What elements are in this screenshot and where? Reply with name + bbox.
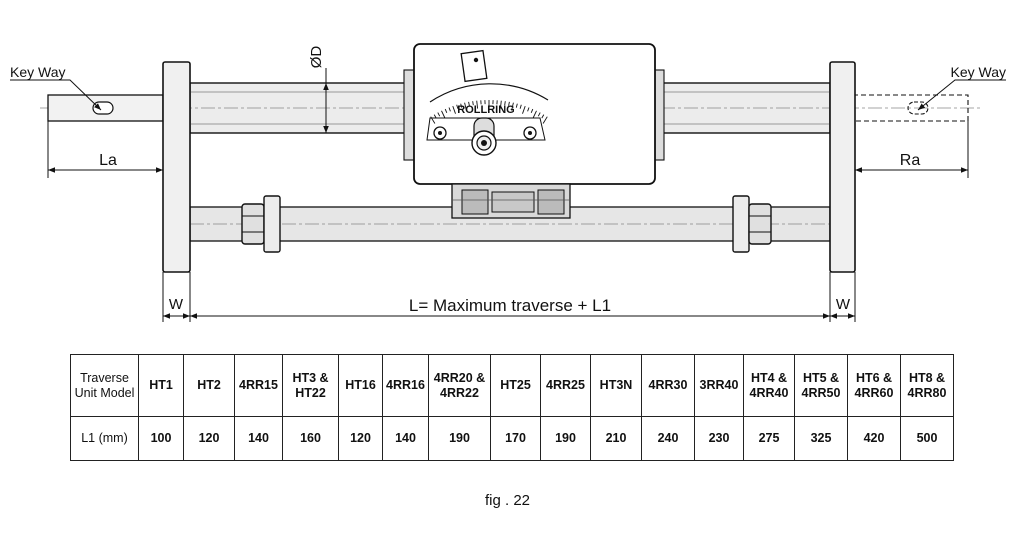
dial-tick xyxy=(437,112,441,117)
pitch-dial: ROLLRING xyxy=(426,49,549,156)
la-label: La xyxy=(99,152,117,169)
model-cell: HT4 & 4RR40 xyxy=(743,354,795,417)
dial-tick xyxy=(472,101,474,106)
w-left-dimension: W xyxy=(162,272,191,322)
dial-tick xyxy=(499,100,502,109)
l1-cell: 500 xyxy=(900,416,954,461)
right-end-block xyxy=(829,61,856,273)
dial-tick xyxy=(444,108,448,113)
dial-tick xyxy=(508,101,510,106)
dial-tick xyxy=(452,105,456,114)
l1-cell: 210 xyxy=(590,416,642,461)
model-cell: 4RR30 xyxy=(641,354,695,417)
model-cell: HT16 xyxy=(338,354,383,417)
dial-tick xyxy=(448,107,451,112)
dial-tick xyxy=(532,110,537,119)
key-way-right-callout: Key Way xyxy=(917,64,1007,111)
model-cell: HT5 & 4RR50 xyxy=(794,354,848,417)
dial-tick xyxy=(441,110,446,119)
left-nut xyxy=(241,195,281,253)
model-cell: HT1 xyxy=(138,354,184,417)
l1-cell: 120 xyxy=(338,416,383,461)
l1-cell: 170 xyxy=(490,416,541,461)
dial-tick xyxy=(511,102,514,111)
dial-tick xyxy=(504,101,506,106)
model-cell: HT3N xyxy=(590,354,642,417)
l1-cell: 325 xyxy=(794,416,848,461)
w-left-label: W xyxy=(169,296,184,313)
l1-cell: 140 xyxy=(382,416,429,461)
key-way-right-label: Key Way xyxy=(951,64,1007,80)
right-nut xyxy=(732,195,772,253)
model-cell: 4RR20 & 4RR22 xyxy=(428,354,491,417)
dial-tick xyxy=(515,103,518,108)
dial-tick xyxy=(460,103,463,108)
l1-cell: 420 xyxy=(847,416,901,461)
left-shaft-extension xyxy=(47,94,164,122)
l1-cell: 190 xyxy=(428,416,491,461)
l1-cell: 230 xyxy=(694,416,744,461)
l1-cell: 160 xyxy=(282,416,339,461)
dial-tick xyxy=(522,105,526,114)
model-row-header: Traverse Unit Model xyxy=(70,354,139,417)
l1-cell: 190 xyxy=(540,416,591,461)
model-cell: 3RR40 xyxy=(694,354,744,417)
dial-tick xyxy=(476,100,479,109)
l1-cell: 240 xyxy=(641,416,695,461)
l1-cell: 120 xyxy=(183,416,235,461)
w-right-dimension: W xyxy=(829,272,856,322)
dial-tick xyxy=(527,107,530,112)
figure-caption: fig . 22 xyxy=(484,492,531,509)
l1-cell: 100 xyxy=(138,416,184,461)
ra-dimension: Ra xyxy=(855,121,969,178)
dial-tick xyxy=(456,104,459,109)
model-cell: HT3 & HT22 xyxy=(282,354,339,417)
model-cell: 4RR16 xyxy=(382,354,429,417)
model-cell: HT8 & 4RR80 xyxy=(900,354,954,417)
dial-tick xyxy=(530,108,534,113)
l1-cell: 275 xyxy=(743,416,795,461)
key-way-left-label: Key Way xyxy=(10,64,66,80)
model-cell: HT2 xyxy=(183,354,235,417)
w-right-label: W xyxy=(836,296,851,313)
dial-tick xyxy=(464,102,467,111)
left-end-block xyxy=(162,61,191,273)
model-cell: HT25 xyxy=(490,354,541,417)
traverse-label: L= Maximum traverse + L1 xyxy=(409,296,611,315)
dial-tick xyxy=(537,112,541,117)
key-way-left-callout: Key Way xyxy=(10,64,102,111)
dial-tick xyxy=(468,101,470,106)
diameter-label: ØD xyxy=(308,46,325,69)
dial-logo: ROLLRING xyxy=(457,104,514,116)
l1-cell: 140 xyxy=(234,416,283,461)
la-dimension: La xyxy=(47,121,163,178)
ra-label: Ra xyxy=(900,152,921,169)
dial-tick xyxy=(541,114,545,119)
traverse-dimension: L= Maximum traverse + L1 xyxy=(190,296,830,319)
l1-row-header: L1 (mm) xyxy=(70,416,139,461)
model-cell: 4RR25 xyxy=(540,354,591,417)
technical-drawing: ROLLRING ØD La Ra Key Way Key Way xyxy=(10,43,1007,322)
diameter-dimension: ØD xyxy=(308,46,329,133)
model-cell: 4RR15 xyxy=(234,354,283,417)
dial-tick xyxy=(542,116,548,124)
model-cell: HT6 & 4RR60 xyxy=(847,354,901,417)
dial-tick xyxy=(519,104,522,109)
